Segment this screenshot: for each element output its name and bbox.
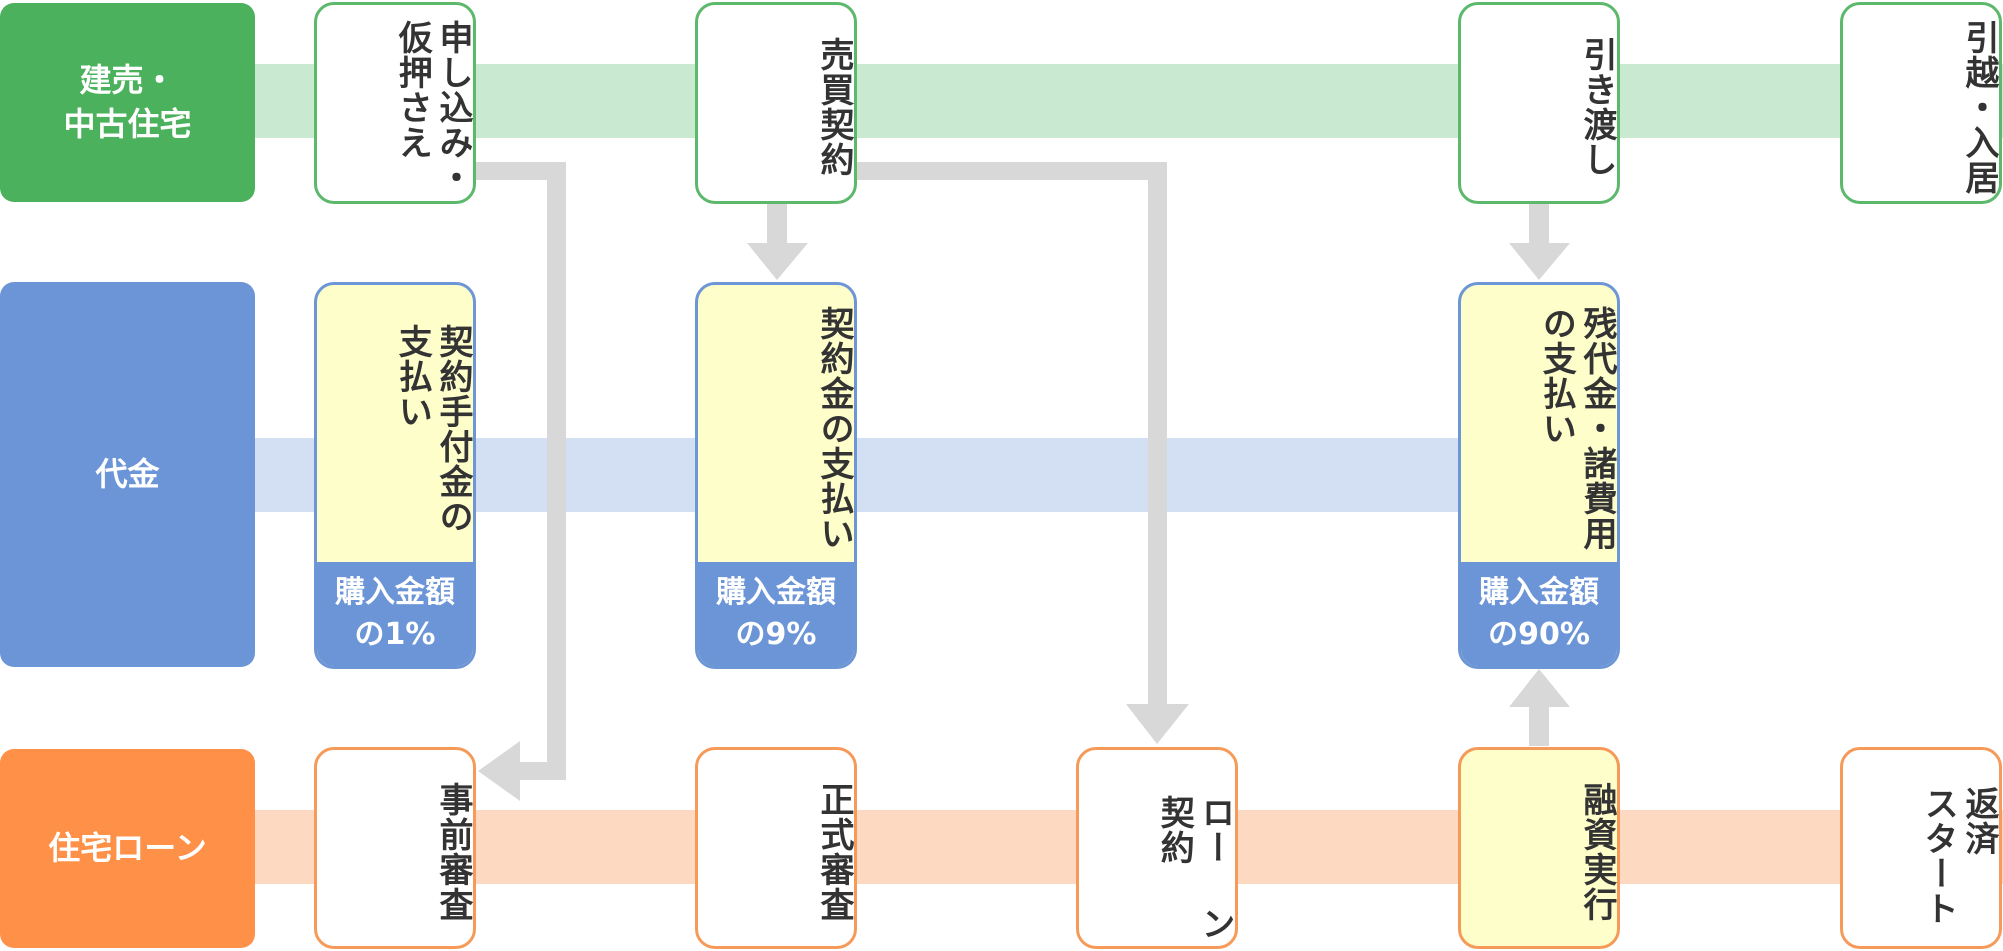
loan-text-pre-screening: 事前審査 xyxy=(433,782,473,922)
payment-text-contract: 契約金の支払い xyxy=(814,306,854,551)
step-box-application: 申し込み・ 仮押さえ xyxy=(314,2,476,204)
step-text-handover: 引き渡し xyxy=(1577,37,1617,177)
payment-box-deposit: 契約手付金の 支払い 購入金額 の1% xyxy=(314,282,476,669)
step-text-application: 申し込み・ 仮押さえ xyxy=(392,19,473,195)
payment-amount-deposit-line2: の1% xyxy=(354,617,436,652)
payment-amount-balance-line1: 購入金額 xyxy=(1479,575,1599,610)
lane-label-payment: 代金 xyxy=(0,282,255,667)
connector-line xyxy=(1148,162,1167,704)
connector-arrowhead xyxy=(747,243,808,280)
payment-amount-deposit: 購入金額 の1% xyxy=(317,562,473,666)
payment-box-balance: 残代金・諸費用 の支払い 購入金額 の90% xyxy=(1458,282,1620,669)
payment-amount-deposit-line1: 購入金額 xyxy=(335,575,455,610)
connector-arrowhead xyxy=(478,741,520,801)
lane-label-housing-line1: 建売・ xyxy=(79,61,176,100)
loan-text-formal-screening: 正式審査 xyxy=(814,782,854,922)
lane-label-loan-text: 住宅ローン xyxy=(48,828,207,867)
lane-label-loan: 住宅ローン xyxy=(0,749,255,948)
loan-box-pre-screening: 事前審査 xyxy=(314,747,476,949)
connector-line xyxy=(520,762,566,780)
connector-line xyxy=(767,203,787,243)
payment-text-balance: 残代金・諸費用 の支払い xyxy=(1536,306,1617,551)
connector-line xyxy=(474,162,566,180)
step-box-move-in: 引越・入居 xyxy=(1840,2,2002,204)
loan-box-repayment-start: 返済 スタート xyxy=(1840,747,2002,949)
payment-box-contract: 契約金の支払い 購入金額 の9% xyxy=(695,282,857,669)
payment-amount-balance: 購入金額 の90% xyxy=(1461,562,1617,666)
loan-box-loan-contract: ロー ン 契約 xyxy=(1076,747,1238,949)
connector-line xyxy=(1529,203,1549,243)
connector-line xyxy=(547,162,566,780)
payment-text-deposit: 契約手付金の 支払い xyxy=(392,323,473,534)
lane-label-housing-line2: 中古住宅 xyxy=(63,104,192,143)
payment-amount-balance-line2: の90% xyxy=(1488,617,1590,652)
step-box-handover: 引き渡し xyxy=(1458,2,1620,204)
loan-text-loan-contract: ロー ン 契約 xyxy=(1154,795,1235,941)
loan-box-formal-screening: 正式審査 xyxy=(695,747,857,949)
housing-lane-band xyxy=(255,64,2003,138)
connector-arrowhead xyxy=(1126,704,1189,744)
payment-amount-contract-line2: の9% xyxy=(735,617,817,652)
payment-amount-contract: 購入金額 の9% xyxy=(698,562,854,666)
payment-amount-contract-line1: 購入金額 xyxy=(716,575,836,610)
connector-arrowhead xyxy=(1509,669,1570,707)
step-text-move-in: 引越・入居 xyxy=(1959,19,1999,195)
connector-line xyxy=(855,162,1167,180)
loan-box-disbursement: 融資実行 xyxy=(1458,747,1620,949)
step-box-sales-contract: 売買契約 xyxy=(695,2,857,204)
connector-line xyxy=(1529,706,1549,746)
connector-arrowhead xyxy=(1509,243,1570,280)
step-text-sales-contract: 売買契約 xyxy=(814,37,854,177)
lane-label-housing: 建売・ 中古住宅 xyxy=(0,3,255,202)
lane-label-payment-text: 代金 xyxy=(95,454,160,493)
loan-text-disbursement: 融資実行 xyxy=(1577,782,1617,922)
loan-text-repayment-start: 返済 スタート xyxy=(1918,786,1999,926)
